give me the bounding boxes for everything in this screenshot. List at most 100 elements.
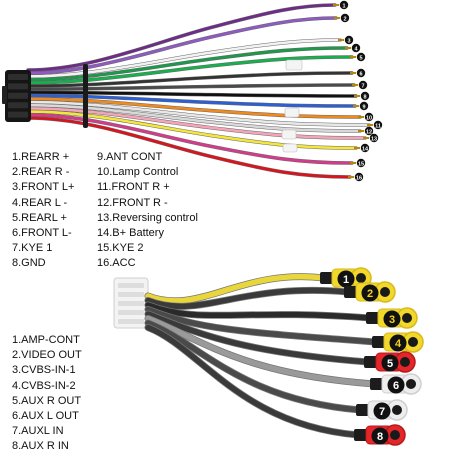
top-legend-left: 1.REARR + 2.REAR R - 3.FRONT L+ 4.REAR L… bbox=[12, 150, 74, 272]
wire-number-badge bbox=[356, 158, 366, 168]
wire bbox=[26, 83, 356, 91]
legend-item: 5.REARL + bbox=[12, 211, 67, 224]
rca-number-label: 8 bbox=[377, 431, 383, 443]
legend-item: 10.Lamp Control bbox=[97, 166, 179, 179]
wire bbox=[26, 97, 362, 119]
connector-slot bbox=[8, 111, 28, 118]
wire-number-badge bbox=[364, 126, 374, 136]
rca-number-label: 6 bbox=[393, 380, 399, 392]
legend-item: 2.VIDEO OUT bbox=[12, 349, 82, 362]
rca-strain-relief bbox=[356, 404, 370, 416]
wire-number-badge bbox=[340, 13, 350, 23]
connector-slot bbox=[118, 319, 144, 324]
wire-number-badge bbox=[369, 133, 379, 143]
rca-cable bbox=[145, 306, 379, 345]
wire-number-badge bbox=[359, 101, 369, 111]
legend-item: 4.REAR L - bbox=[12, 196, 68, 209]
legend-item: 7.KYE 1 bbox=[12, 242, 53, 255]
rca-number-label: 4 bbox=[395, 338, 402, 350]
rca-strain-relief bbox=[344, 286, 358, 298]
rca-cable bbox=[145, 311, 371, 365]
wire-number-label: 1 bbox=[342, 3, 345, 9]
rca-cable bbox=[145, 287, 351, 310]
legend-item: 3.FRONT L+ bbox=[12, 181, 75, 194]
wire bbox=[26, 100, 371, 127]
wire-label-tag bbox=[285, 59, 303, 71]
wire-number-badge bbox=[351, 43, 361, 53]
wire-number-badge bbox=[354, 172, 364, 182]
rca-number-badge bbox=[389, 334, 407, 352]
legend-item: 4.CVBS-IN-2 bbox=[12, 379, 76, 392]
rca-strain-relief bbox=[372, 336, 386, 348]
rca-number-label: 7 bbox=[379, 406, 385, 418]
top-legend-right: 9.ANT CONT 10.Lamp Control 11.FRONT R + … bbox=[97, 150, 198, 272]
rca-number-label: 3 bbox=[389, 314, 395, 326]
wire bbox=[26, 91, 358, 98]
legend-item: 7.AUXL IN bbox=[12, 425, 64, 438]
legend-item: 6.FRONT L- bbox=[12, 226, 72, 239]
legend-item: 2.REAR R - bbox=[12, 166, 70, 179]
wire-number-label: 11 bbox=[375, 123, 381, 129]
legend-item: 9.ANT CONT bbox=[97, 151, 163, 163]
wire-number-badge bbox=[339, 0, 349, 10]
wire-number-badge bbox=[356, 52, 366, 62]
rca-cable bbox=[145, 324, 361, 438]
legend-item: 1.REARR + bbox=[12, 151, 70, 163]
wire-number-label: 16 bbox=[356, 175, 362, 181]
rca-number-label: 5 bbox=[387, 358, 393, 370]
connector-slot bbox=[8, 102, 28, 109]
legend-item: 11.FRONT R + bbox=[97, 181, 170, 194]
rca-jack-hole bbox=[400, 357, 410, 367]
connector-slot bbox=[8, 74, 28, 80]
bottom-legend: 1.AMP-CONT 2.VIDEO OUT 3.CVBS-IN-1 4.CVB… bbox=[12, 333, 82, 455]
wire bbox=[26, 110, 358, 150]
legend-item: 16.ACC bbox=[97, 257, 136, 270]
wire-number-label: 13 bbox=[371, 136, 377, 142]
connector-slot bbox=[118, 283, 144, 288]
wire-number-label: 14 bbox=[362, 146, 369, 152]
connector-slot bbox=[118, 301, 144, 306]
wire-number-label: 12 bbox=[366, 129, 372, 135]
wire-number-label: 5 bbox=[359, 55, 362, 61]
wire-number-label: 6 bbox=[359, 71, 362, 77]
legend-item: 3.CVBS-IN-1 bbox=[12, 364, 76, 377]
rca-jack-hole bbox=[406, 379, 416, 389]
rca-number-badge bbox=[361, 284, 379, 302]
connector-latch bbox=[2, 86, 7, 104]
wire-number-label: 3 bbox=[347, 38, 350, 44]
rca-number-badge bbox=[373, 402, 391, 420]
connector-slot bbox=[118, 292, 144, 297]
rca-strain-relief bbox=[364, 356, 378, 368]
rca-cable bbox=[145, 302, 373, 321]
rca-number-label: 2 bbox=[367, 288, 373, 300]
rca-number-badge bbox=[381, 354, 399, 372]
legend-item: 14.B+ Battery bbox=[97, 226, 164, 239]
rca-number-badge bbox=[337, 270, 355, 288]
wire-number-badge bbox=[344, 35, 354, 45]
rca-number-badge bbox=[371, 427, 389, 445]
legend-item: 8.AUX R IN bbox=[12, 440, 69, 453]
rca-number-badge bbox=[387, 376, 405, 394]
wire bbox=[26, 116, 352, 179]
rca-strain-relief bbox=[354, 429, 368, 441]
wire-number-label: 15 bbox=[358, 161, 364, 167]
wire bbox=[26, 103, 362, 133]
wire-number-label: 8 bbox=[363, 94, 366, 100]
rca-jack-hole bbox=[408, 337, 418, 347]
rca-number-badge bbox=[383, 310, 401, 328]
legend-item: 5.AUX R OUT bbox=[12, 394, 82, 407]
wire-number-badge bbox=[360, 91, 370, 101]
connector-slot bbox=[8, 83, 28, 90]
wire-label-tag bbox=[282, 143, 298, 153]
wire-number-label: 7 bbox=[361, 83, 364, 89]
legend-item: 12.FRONT R - bbox=[97, 196, 168, 209]
rca-cable bbox=[145, 273, 327, 304]
rca-cable bbox=[145, 315, 377, 387]
wire bbox=[26, 3, 337, 72]
wire bbox=[26, 16, 338, 75]
wire-label-tag bbox=[284, 107, 300, 118]
rca-jack-hole bbox=[392, 405, 402, 415]
